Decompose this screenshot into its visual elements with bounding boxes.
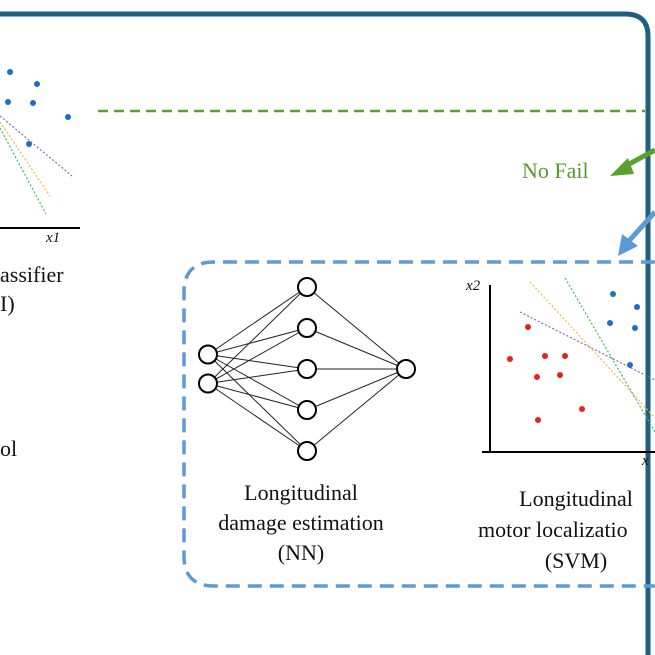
nn-node-layer-2 — [396, 359, 416, 379]
nn-connection — [306, 368, 407, 411]
left-partial-text: ol — [0, 436, 18, 461]
nn-connection — [207, 286, 308, 384]
left-blue-dots — [5, 69, 71, 147]
nn-connection — [207, 327, 308, 355]
no-fail-label: No Fail — [522, 158, 589, 183]
nn-connection — [207, 383, 308, 452]
outer-frame — [0, 11, 651, 655]
no-fail-arrow-head — [610, 158, 634, 176]
svm-decision-lines — [519, 277, 655, 433]
nn-connection — [306, 368, 407, 452]
nn-connection — [306, 286, 407, 370]
svm-red-dots — [507, 324, 585, 423]
nn-connection — [207, 354, 308, 370]
svm-caption-line3: (SVM) — [544, 548, 608, 573]
module-dashed-box — [182, 260, 655, 588]
svm-caption-line2: motor localizatio — [478, 517, 628, 542]
svm-axis-x-label: x — [642, 453, 649, 469]
nn-node-layer-0 — [198, 373, 218, 394]
nn-connection — [207, 383, 308, 411]
svm-blue-dots — [607, 291, 640, 368]
nn-node-layer-1 — [297, 359, 317, 379]
nn-connection — [207, 368, 308, 384]
neural-network — [198, 277, 416, 461]
left-axis-label: x1 — [46, 230, 61, 246]
left-decision-lines — [0, 115, 73, 215]
nn-caption-line1: Longitudinal — [244, 480, 358, 505]
nn-caption-line3: (NN) — [277, 540, 325, 565]
module-arrow-head — [618, 234, 638, 256]
left-scatter-plot — [0, 69, 80, 229]
module-arrow-shaft — [626, 210, 655, 244]
nn-connection — [207, 354, 308, 411]
nn-connection — [207, 327, 308, 384]
nn-node-layer-1 — [297, 441, 317, 461]
nn-node-layer-1 — [297, 400, 317, 420]
left-caption-line2: I) — [0, 291, 15, 316]
left-caption-line1: assifier — [0, 262, 64, 287]
nn-node-layer-1 — [297, 277, 317, 297]
nn-connection — [207, 286, 308, 355]
svm-caption-line1: Longitudinal — [519, 486, 633, 511]
nn-connection — [306, 327, 407, 370]
nn-caption-line2: damage estimation — [218, 510, 384, 535]
svm-axis-y-label: x2 — [466, 278, 481, 294]
nn-node-layer-1 — [297, 318, 317, 338]
nn-connection — [207, 354, 308, 452]
svm-scatter-plot — [482, 277, 655, 453]
nn-node-layer-0 — [198, 344, 218, 365]
